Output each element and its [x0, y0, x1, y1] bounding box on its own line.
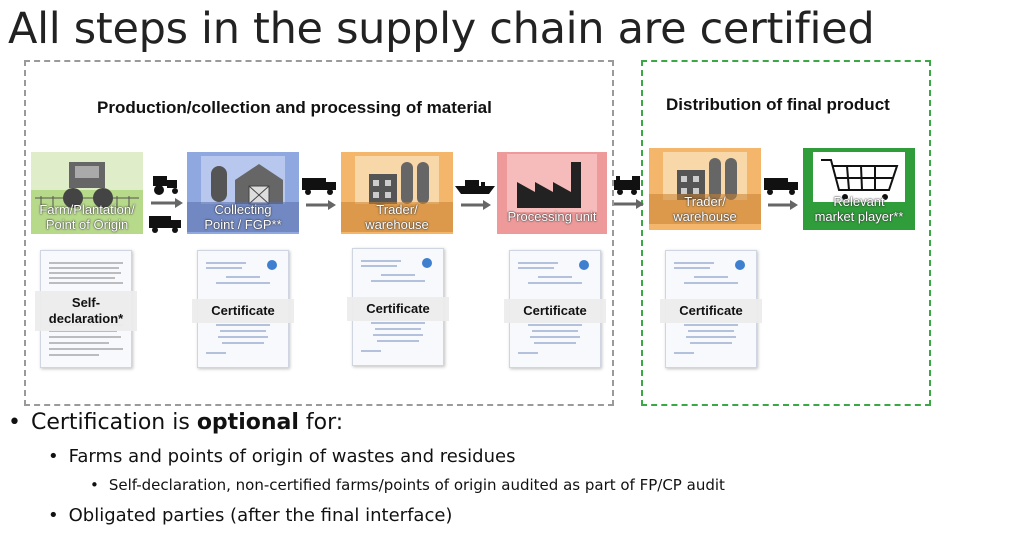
connector-trader-processing	[455, 180, 495, 210]
truck-icon	[764, 178, 798, 195]
certificate-document: Certificate	[504, 250, 606, 368]
bullet-1-text-post: for:	[298, 410, 344, 435]
connector-farm-collecting	[149, 176, 183, 233]
bullet-1-text-pre: Certification is	[30, 410, 197, 435]
step-market-label-2: market player**	[814, 209, 904, 224]
bullet-dot: •	[48, 505, 59, 526]
certificate-text-lines	[518, 260, 589, 354]
bullet-dot: •	[48, 446, 59, 467]
bullet-level-2: • Farms and points of origin of wastes an…	[48, 446, 515, 467]
bullet-level-1: • Certification is optional for:	[8, 410, 343, 435]
tractor-field-icon	[31, 152, 143, 208]
step-collecting-label-2: Point / FGP**	[204, 217, 282, 232]
bullet-4-text: Obligated parties (after the final inter…	[68, 505, 453, 526]
certificate-label-4: Certificate	[660, 299, 762, 323]
production-section-title: Production/collection and processing of …	[97, 98, 492, 117]
step-farm-label-1: Farm/Plantation/	[39, 202, 135, 217]
certificate-label-1: Certificate	[192, 299, 294, 323]
certificate-text-lines	[674, 260, 745, 354]
slide-title: All steps in the supply chain are certif…	[8, 4, 875, 54]
step-market-tile: Relevant market player**	[803, 148, 915, 230]
distribution-section-title: Distribution of final product	[666, 95, 890, 114]
step-collecting-label-1: Collecting	[214, 202, 272, 217]
bullet-dot: •	[90, 476, 99, 494]
certificate-label-2: Certificate	[347, 297, 449, 321]
bullet-2-text: Farms and points of origin of wastes and…	[68, 446, 516, 467]
step-farm-tile: Farm/Plantation/ Point of Origin	[31, 152, 143, 234]
factory-icon	[507, 154, 597, 212]
self-declaration-label-1: Self-	[71, 295, 101, 310]
step-market-label-1: Relevant	[833, 194, 885, 209]
certificate-text-lines	[361, 258, 432, 352]
barn-silo-icon	[201, 156, 285, 205]
step-trader-tile: Trader/ warehouse	[341, 152, 453, 234]
certificate-document: Certificate	[192, 250, 294, 368]
step-processing-tile: Processing unit	[497, 152, 607, 234]
certificate-label-3: Certificate	[504, 299, 606, 323]
bullet-3-text: Self-declaration, non-certified farms/po…	[108, 476, 725, 494]
truck-icon	[302, 178, 336, 195]
shopping-cart-icon	[813, 152, 905, 202]
distribution-section-box	[641, 60, 931, 406]
self-declaration-document: Self- declaration*	[35, 250, 137, 368]
bullet-level-3: • Self-declaration, non-certified farms/p…	[90, 476, 725, 494]
warehouse-silo-icon	[663, 152, 747, 200]
step-trader-2-label-1: Trader/	[684, 194, 726, 209]
connector-collecting-trader	[302, 178, 336, 210]
step-trader-2-tile: Trader/ warehouse	[649, 148, 761, 230]
bullet-1-text-bold: optional	[196, 410, 299, 435]
connector-processing-trader	[614, 176, 644, 209]
train-icon	[614, 176, 640, 195]
step-processing-label: Processing unit	[507, 209, 597, 224]
step-trader-label-1: Trader/	[376, 202, 418, 217]
tractor-icon	[153, 176, 178, 195]
production-section-box	[24, 60, 614, 406]
bullet-dot: •	[8, 410, 21, 435]
bullet-level-2b: • Obligated parties (after the final inte…	[48, 505, 452, 526]
step-collecting-tile: Collecting Point / FGP**	[187, 152, 299, 234]
ship-icon	[455, 180, 495, 194]
step-trader-label-2: warehouse	[365, 217, 429, 232]
certificate-text-lines	[206, 260, 277, 354]
connector-trader-market	[764, 178, 798, 210]
certificate-document: Certificate	[660, 250, 762, 368]
step-farm-label-2: Point of Origin	[45, 217, 129, 232]
truck-icon	[149, 216, 181, 233]
certificate-document: Certificate	[347, 248, 449, 366]
step-trader-2-label-2: warehouse	[673, 209, 737, 224]
warehouse-silo-icon	[355, 156, 439, 204]
self-declaration-label-2: declaration*	[48, 311, 124, 326]
